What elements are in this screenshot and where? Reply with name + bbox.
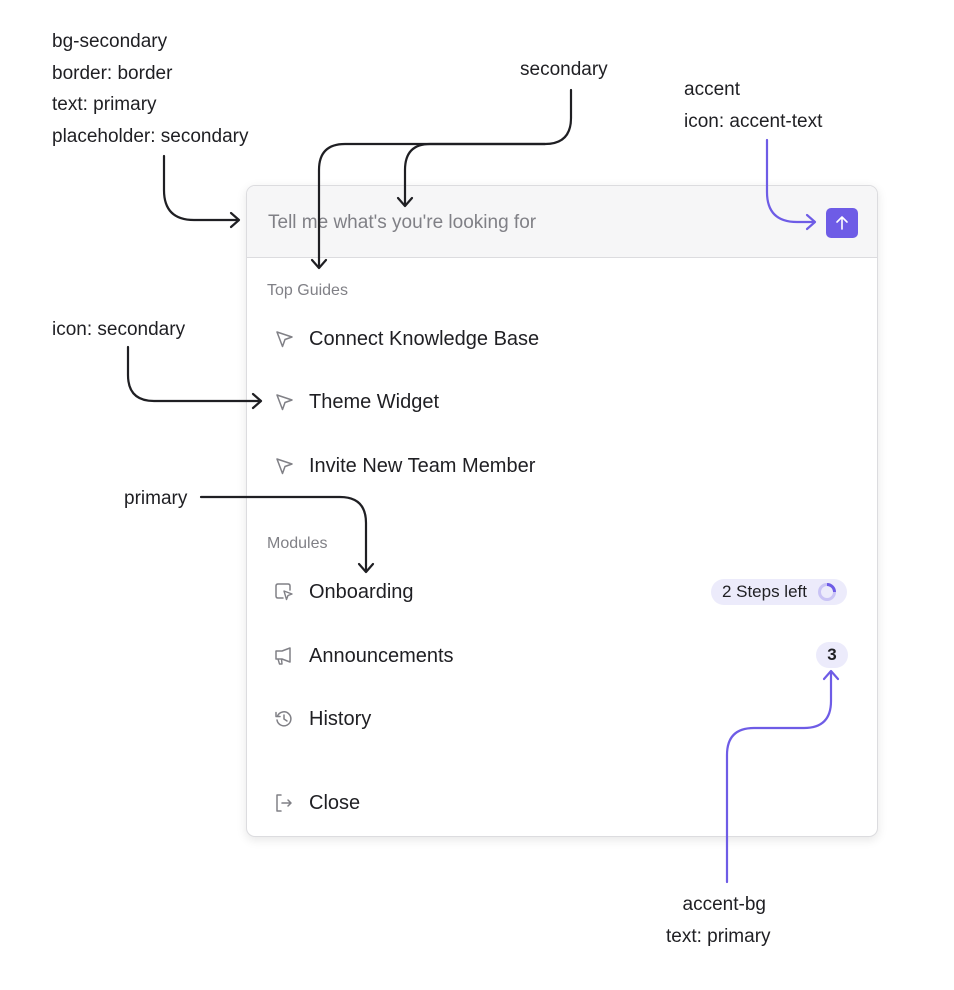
cursor-icon: [273, 391, 299, 413]
guide-item-theme-widget[interactable]: Theme Widget: [273, 382, 853, 422]
annotation-icon-color: icon: secondary: [52, 319, 186, 340]
guide-item-label: Invite New Team Member: [309, 454, 536, 477]
module-item-onboarding[interactable]: Onboarding: [273, 572, 853, 612]
module-item-history[interactable]: History: [273, 699, 853, 739]
annotation-badge-styles: accent-bg text: primary: [666, 889, 771, 952]
annotation-placeholder-color: secondary: [520, 59, 608, 80]
close-label: Close: [309, 791, 361, 814]
annotation-line: accent-bg: [682, 894, 766, 915]
module-item-label: Onboarding: [309, 580, 414, 603]
megaphone-icon: [273, 645, 299, 667]
annotation-line: bg-secondary: [52, 31, 168, 52]
guide-item-label: Theme Widget: [309, 390, 440, 413]
annotation-line: text: primary: [666, 925, 771, 947]
annotation-send-styles: accent icon: accent-text: [684, 74, 822, 137]
arrow-to-input: [162, 154, 240, 222]
close-button[interactable]: Close: [273, 783, 853, 823]
search-bar: [247, 186, 877, 258]
arrow-to-icon: [126, 345, 262, 403]
command-widget: Top Guides Connect Knowledge Base Theme …: [246, 185, 878, 837]
guide-item-invite-new-team-member[interactable]: Invite New Team Member: [273, 446, 853, 486]
annotation-line: icon: accent-text: [684, 110, 823, 132]
annotation-label-color: primary: [124, 488, 188, 509]
cursor-icon: [273, 455, 299, 477]
send-button[interactable]: [826, 208, 858, 238]
annotation-line: accent: [684, 79, 740, 100]
onboarding-progress-badge: 2 Steps left: [710, 579, 847, 605]
annotation-line: border: border: [52, 62, 173, 84]
guide-item-connect-knowledge-base[interactable]: Connect Knowledge Base: [273, 319, 853, 359]
guide-item-label: Connect Knowledge Base: [309, 327, 540, 350]
announcements-count-badge: 3: [816, 642, 848, 668]
module-item-announcements[interactable]: Announcements: [273, 636, 853, 676]
annotation-input-styles: bg-secondary border: border text: primar…: [52, 26, 248, 152]
annotation-line: text: primary: [52, 94, 157, 115]
progress-ring-icon: [818, 583, 836, 601]
progress-badge-label: 2 Steps left: [721, 582, 807, 601]
section-title-modules: Modules: [267, 535, 328, 552]
exit-icon: [273, 792, 299, 814]
onboarding-icon: [273, 581, 299, 603]
annotation-line: placeholder: secondary: [52, 125, 249, 147]
module-item-label: Announcements: [309, 644, 454, 667]
history-icon: [273, 708, 299, 730]
section-title-top-guides: Top Guides: [267, 282, 348, 299]
arrow-up-icon: [836, 216, 848, 230]
arrowhead: [229, 211, 241, 229]
search-input[interactable]: [266, 206, 810, 240]
cursor-icon: [273, 328, 299, 350]
module-item-label: History: [309, 707, 372, 730]
